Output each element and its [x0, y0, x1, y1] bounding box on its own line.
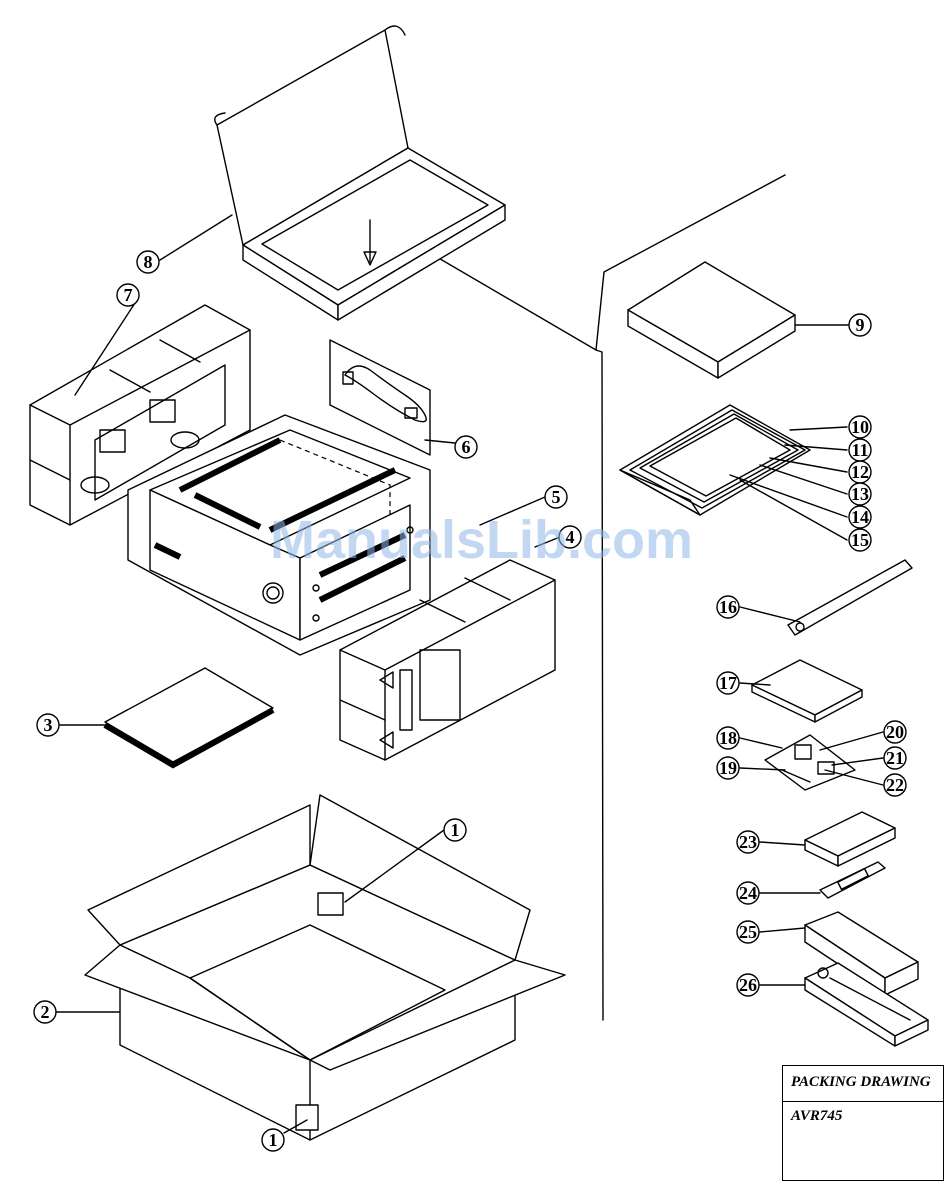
svg-text:1: 1 — [451, 820, 460, 840]
svg-text:11: 11 — [851, 440, 868, 460]
antenna-rod — [788, 560, 912, 635]
svg-text:6: 6 — [462, 437, 471, 457]
svg-text:19: 19 — [719, 758, 737, 778]
svg-text:20: 20 — [886, 722, 904, 742]
drawing-title: PACKING DRAWING — [783, 1066, 943, 1102]
svg-text:10: 10 — [851, 417, 869, 437]
svg-text:26: 26 — [739, 975, 757, 995]
accessory-box-23 — [805, 812, 895, 866]
callout-10: 10 — [849, 416, 871, 438]
svg-text:3: 3 — [44, 715, 53, 735]
svg-text:18: 18 — [719, 728, 737, 748]
accessory-box-17 — [752, 660, 862, 722]
svg-text:12: 12 — [851, 462, 869, 482]
svg-text:5: 5 — [552, 487, 561, 507]
title-block: PACKING DRAWING AVR745 — [782, 1065, 944, 1181]
carton-box — [85, 795, 565, 1140]
remote-control — [820, 862, 885, 898]
callout-25: 25 — [737, 921, 759, 943]
callout-15: 15 — [849, 529, 871, 551]
svg-text:23: 23 — [739, 832, 757, 852]
callout-3: 3 — [37, 714, 59, 736]
callout-2: 2 — [34, 1001, 56, 1023]
callout-19: 19 — [717, 757, 739, 779]
svg-text:21: 21 — [886, 748, 904, 768]
svg-text:24: 24 — [739, 883, 757, 903]
svg-text:9: 9 — [856, 315, 865, 335]
callout-16: 16 — [717, 596, 739, 618]
svg-text:8: 8 — [144, 252, 153, 272]
callout-5: 5 — [545, 486, 567, 508]
callout-18: 18 — [717, 727, 739, 749]
svg-text:1: 1 — [269, 1130, 278, 1150]
callout-14: 14 — [849, 506, 871, 528]
lid-box — [215, 26, 505, 320]
svg-text:17: 17 — [719, 673, 737, 693]
svg-text:7: 7 — [124, 285, 133, 305]
svg-text:13: 13 — [851, 484, 869, 504]
callout-22: 22 — [884, 774, 906, 796]
model-number: AVR745 — [783, 1102, 943, 1125]
callout-9: 9 — [849, 314, 871, 336]
callout-12: 12 — [849, 461, 871, 483]
callout-7: 7 — [117, 284, 139, 306]
accessory-box-9 — [628, 262, 795, 378]
callout-13: 13 — [849, 483, 871, 505]
callout-26: 26 — [737, 974, 759, 996]
svg-text:14: 14 — [851, 507, 869, 527]
callout-1b: 1 — [262, 1129, 284, 1151]
svg-text:22: 22 — [886, 775, 904, 795]
callout-8: 8 — [137, 251, 159, 273]
callout-21: 21 — [884, 747, 906, 769]
callout-17: 17 — [717, 672, 739, 694]
callout-23: 23 — [737, 831, 759, 853]
callout-11: 11 — [849, 439, 871, 461]
svg-text:2: 2 — [41, 1002, 50, 1022]
owners-manual — [105, 668, 273, 765]
watermark: ManualsLib.com — [270, 510, 693, 570]
callout-24: 24 — [737, 882, 759, 904]
callout-1a: 1 — [444, 819, 466, 841]
svg-text:16: 16 — [719, 597, 737, 617]
callout-6: 6 — [455, 436, 477, 458]
svg-text:25: 25 — [739, 922, 757, 942]
svg-text:15: 15 — [851, 530, 869, 550]
callout-20: 20 — [884, 721, 906, 743]
